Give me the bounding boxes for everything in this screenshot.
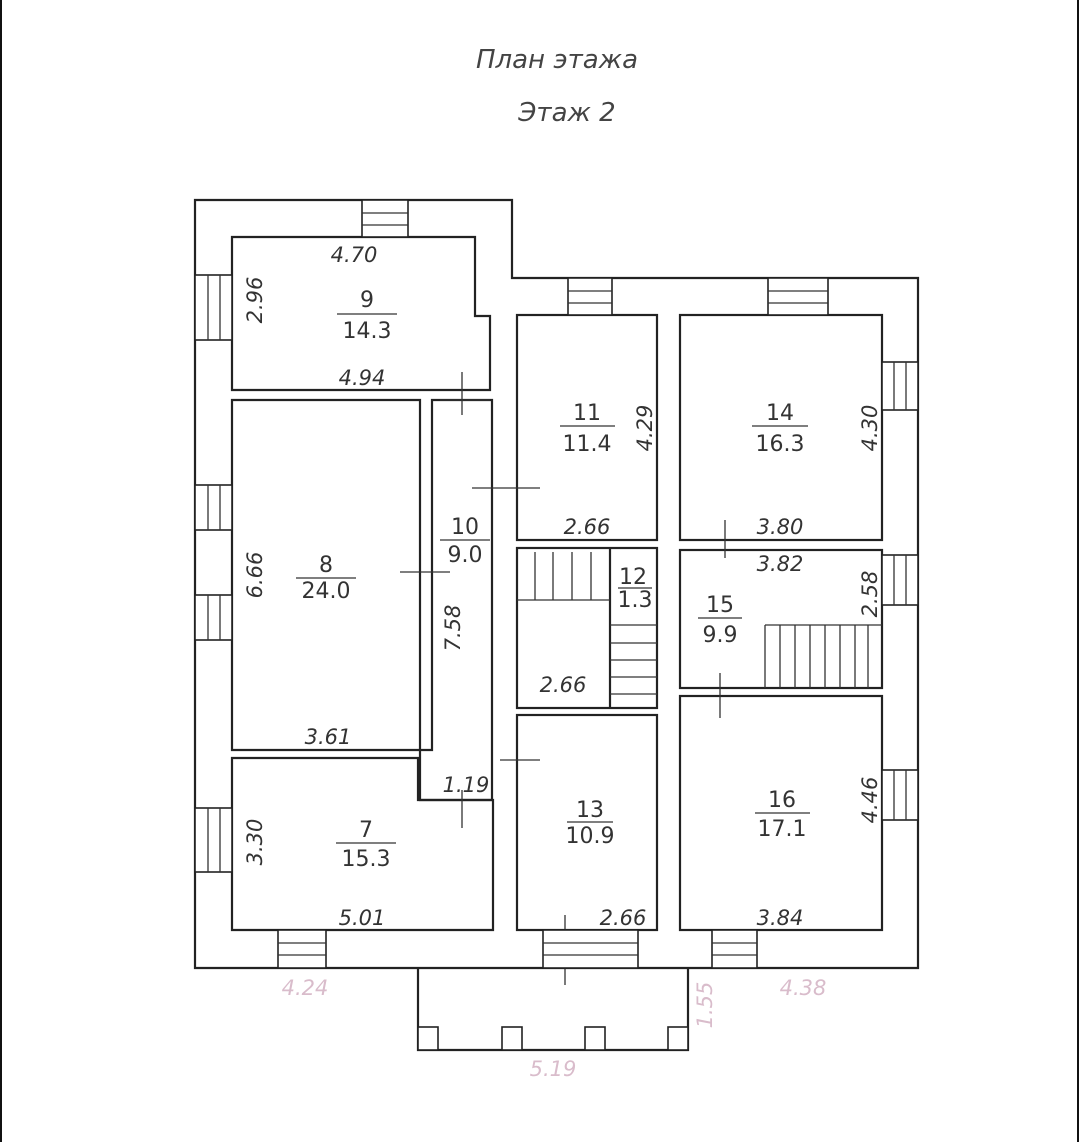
- svg-text:24.0: 24.0: [302, 579, 351, 604]
- window-icon: [711, 929, 758, 969]
- window-icon: [881, 361, 919, 411]
- svg-text:2.66: 2.66: [600, 906, 647, 930]
- window-icon: [194, 807, 233, 873]
- room-9: [230, 235, 492, 392]
- room-15: [678, 548, 884, 690]
- svg-text:4.94: 4.94: [339, 366, 386, 390]
- svg-text:15: 15: [706, 593, 734, 618]
- svg-text:4.46: 4.46: [858, 777, 882, 824]
- svg-text:15.3: 15.3: [342, 847, 391, 872]
- door-marks: [400, 372, 726, 985]
- svg-text:2.66: 2.66: [564, 515, 611, 539]
- outer-wall: [193, 198, 920, 970]
- svg-text:1.3: 1.3: [618, 588, 653, 613]
- window-icon: [567, 277, 613, 316]
- svg-text:1.19: 1.19: [443, 773, 490, 797]
- svg-text:3.61: 3.61: [305, 725, 352, 749]
- svg-text:10: 10: [451, 515, 479, 540]
- windows: [194, 199, 919, 969]
- svg-text:4.29: 4.29: [633, 405, 657, 452]
- window-icon: [194, 274, 233, 341]
- svg-text:5.19: 5.19: [530, 1057, 577, 1081]
- svg-text:2.96: 2.96: [243, 277, 267, 324]
- svg-text:16: 16: [768, 788, 796, 813]
- svg-text:14.3: 14.3: [343, 319, 392, 344]
- room-10: [418, 398, 494, 802]
- svg-text:1.55: 1.55: [693, 982, 717, 1029]
- svg-text:13: 13: [576, 798, 604, 823]
- plan-title: План этажа: [476, 45, 638, 75]
- svg-text:3.84: 3.84: [757, 906, 804, 930]
- svg-text:11.4: 11.4: [563, 432, 612, 457]
- svg-text:4.38: 4.38: [780, 976, 827, 1000]
- svg-text:9.0: 9.0: [448, 543, 483, 568]
- window-icon: [881, 769, 919, 821]
- svg-text:4.30: 4.30: [858, 405, 882, 452]
- svg-text:2.58: 2.58: [858, 571, 882, 618]
- stairs: [517, 552, 882, 695]
- window-icon: [881, 554, 919, 606]
- svg-text:11: 11: [573, 401, 601, 426]
- svg-text:3.80: 3.80: [757, 515, 804, 539]
- svg-text:14: 14: [766, 401, 794, 426]
- svg-text:17.1: 17.1: [758, 817, 807, 842]
- balcony: [416, 968, 690, 1052]
- window-icon: [361, 199, 409, 238]
- svg-text:6.66: 6.66: [243, 552, 267, 599]
- svg-text:9.9: 9.9: [703, 623, 738, 648]
- svg-text:3.30: 3.30: [243, 819, 267, 866]
- svg-text:4.24: 4.24: [282, 976, 329, 1000]
- dimension-labels: 4.70 2.96 4.94 6.66 7.58 3.61 1.19 3.30 …: [243, 243, 882, 930]
- window-icon: [194, 484, 233, 531]
- window-icon: [194, 594, 233, 641]
- stair-hall: [515, 546, 659, 710]
- window-icon: [542, 929, 639, 969]
- svg-text:7.58: 7.58: [441, 605, 465, 652]
- svg-text:4.70: 4.70: [331, 243, 378, 267]
- svg-text:16.3: 16.3: [756, 432, 805, 457]
- outer-dimension-labels: 4.24 4.38 5.19 1.55: [282, 976, 827, 1081]
- svg-text:2.66: 2.66: [540, 673, 587, 697]
- window-icon: [277, 929, 327, 969]
- svg-text:5.01: 5.01: [339, 906, 386, 930]
- room-14: [678, 313, 884, 542]
- svg-text:10.9: 10.9: [566, 824, 615, 849]
- svg-text:7: 7: [359, 818, 373, 843]
- window-icon: [767, 277, 829, 316]
- room-7: [230, 756, 495, 932]
- svg-text:3.82: 3.82: [757, 552, 804, 576]
- balcony-posts: [417, 1026, 689, 1051]
- svg-text:12: 12: [619, 565, 647, 590]
- floor-label: Этаж 2: [517, 98, 615, 128]
- svg-text:8: 8: [319, 553, 333, 578]
- svg-text:9: 9: [360, 288, 374, 313]
